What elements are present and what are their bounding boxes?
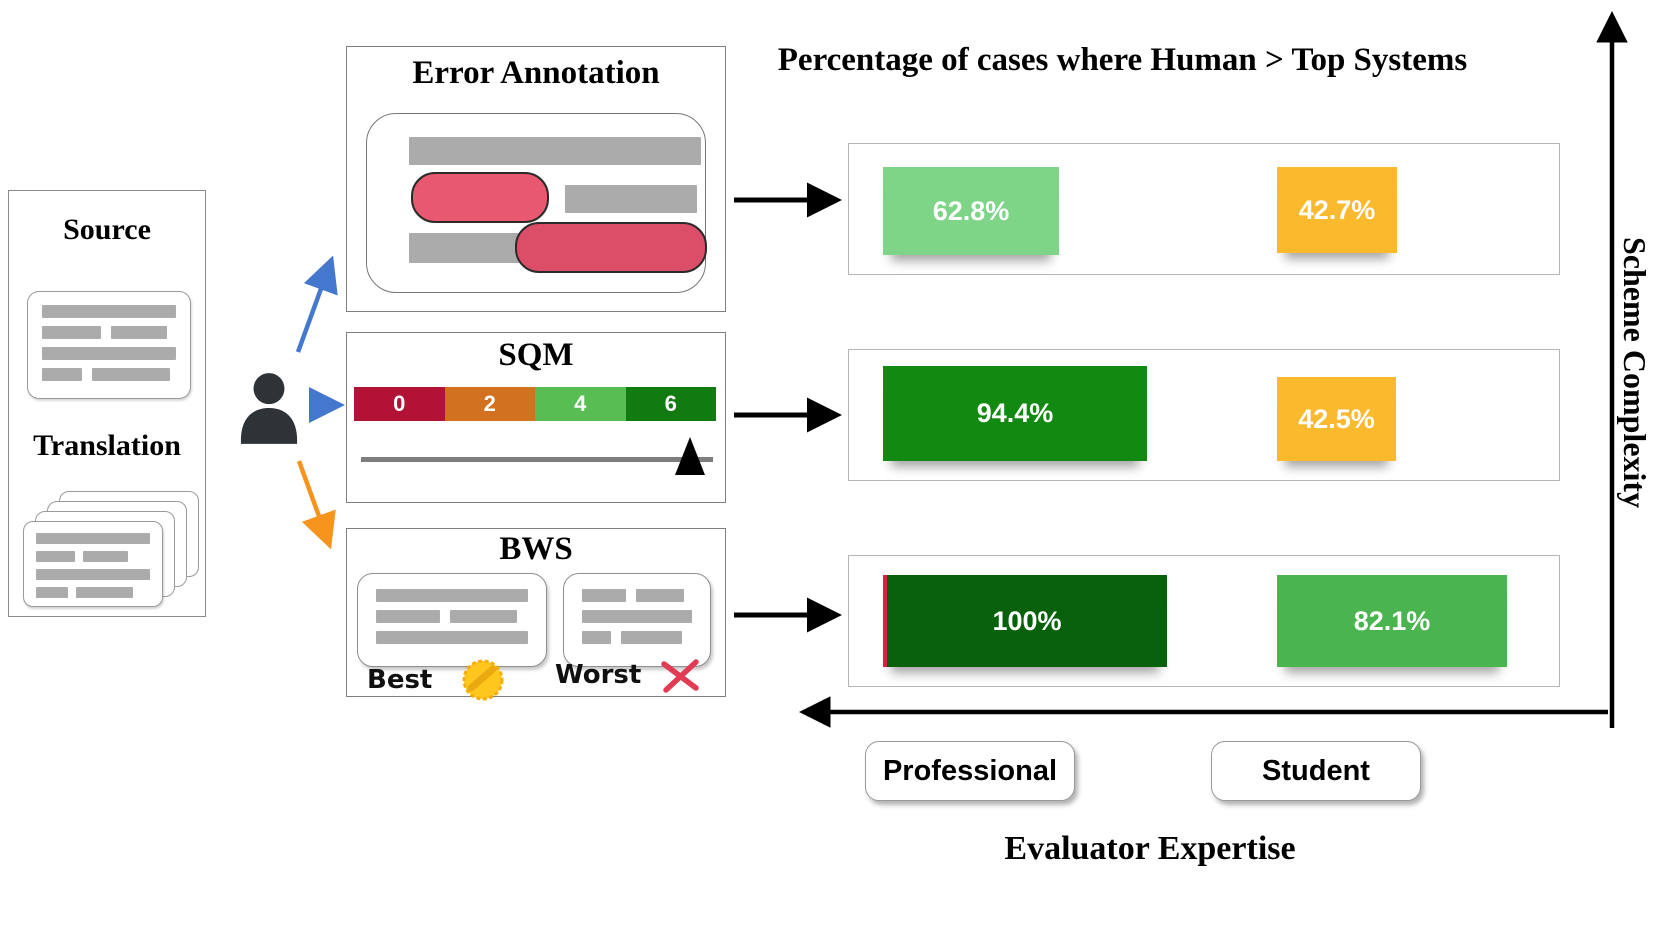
x-axis-label: Evaluator Expertise bbox=[1004, 830, 1296, 867]
cross-icon bbox=[661, 659, 700, 693]
text-line bbox=[376, 589, 528, 602]
bar-bws-professional: 100% bbox=[883, 575, 1167, 667]
error-highlight bbox=[515, 222, 707, 273]
bws-title: BWS bbox=[499, 531, 573, 567]
text-line bbox=[42, 305, 176, 318]
translation-document-front bbox=[23, 521, 163, 607]
text-line bbox=[36, 587, 150, 598]
bar-value: 82.1% bbox=[1353, 605, 1431, 636]
text-line bbox=[42, 368, 176, 381]
sqm-title: SQM bbox=[498, 337, 574, 373]
text-line bbox=[582, 631, 692, 644]
bar-value: 94.4% bbox=[976, 398, 1054, 428]
arrow-person-to-bws bbox=[296, 460, 336, 550]
error-annotation-title: Error Annotation bbox=[412, 55, 660, 91]
sqm-segment-2: 2 bbox=[444, 387, 535, 421]
bar-bws-student: 82.1% bbox=[1277, 575, 1507, 667]
sqm-box: SQM 0 2 4 6 bbox=[346, 332, 726, 503]
worst-caption: Worst bbox=[555, 657, 701, 693]
text-line bbox=[409, 233, 519, 263]
text-line bbox=[376, 610, 528, 623]
sqm-rating-scale: 0 2 4 6 bbox=[354, 387, 716, 421]
chart-title: Percentage of cases where Human > Top Sy… bbox=[777, 42, 1468, 78]
y-axis-label: Scheme Complexity bbox=[1617, 237, 1653, 509]
bar-value: 100% bbox=[992, 605, 1062, 636]
sqm-segment-4: 4 bbox=[535, 387, 626, 421]
sqm-segment-0: 0 bbox=[354, 387, 445, 421]
arrow-person-to-error-annotation bbox=[295, 255, 338, 353]
text-line bbox=[582, 589, 692, 602]
bws-best-candidate bbox=[357, 573, 547, 667]
bws-box: BWS Best Worst bbox=[346, 528, 726, 701]
sqm-slider-track bbox=[361, 457, 713, 462]
professional-button: Professional bbox=[865, 741, 1075, 801]
bar-value: 62.8% bbox=[932, 195, 1010, 226]
bar-sqm-professional: 94.4% bbox=[883, 366, 1147, 461]
translation-label: Translation bbox=[33, 429, 181, 462]
source-translation-panel: Source Translation bbox=[8, 190, 206, 617]
medal-icon bbox=[462, 659, 504, 701]
text-line bbox=[565, 185, 697, 213]
bar-value: 42.5% bbox=[1298, 403, 1375, 434]
best-label: Best bbox=[367, 665, 433, 695]
bws-worst-candidate bbox=[563, 573, 711, 667]
text-line bbox=[582, 610, 692, 623]
text-line bbox=[376, 631, 528, 644]
sqm-segment-6: 6 bbox=[625, 387, 716, 421]
best-caption: Best bbox=[367, 657, 506, 703]
human-evaluator-icon bbox=[240, 373, 298, 444]
text-line bbox=[42, 326, 176, 339]
worst-label: Worst bbox=[555, 660, 642, 690]
error-annotation-box: Error Annotation bbox=[346, 46, 726, 312]
translation-stack bbox=[23, 491, 203, 616]
text-line bbox=[42, 347, 176, 360]
bar-sqm-student: 42.5% bbox=[1277, 377, 1396, 461]
sqm-slider-marker bbox=[675, 437, 705, 475]
text-line bbox=[36, 569, 150, 580]
text-line bbox=[36, 533, 150, 544]
annotated-text-card bbox=[366, 113, 707, 293]
text-line bbox=[36, 551, 150, 562]
error-highlight bbox=[411, 172, 549, 223]
student-button: Student bbox=[1211, 741, 1421, 801]
source-label: Source bbox=[63, 213, 151, 246]
source-document bbox=[27, 291, 191, 399]
bar-value: 42.7% bbox=[1298, 194, 1376, 225]
bar-error-annotation-student: 42.7% bbox=[1277, 167, 1397, 253]
bar-error-annotation-professional: 62.8% bbox=[883, 167, 1059, 255]
text-line bbox=[409, 137, 701, 165]
